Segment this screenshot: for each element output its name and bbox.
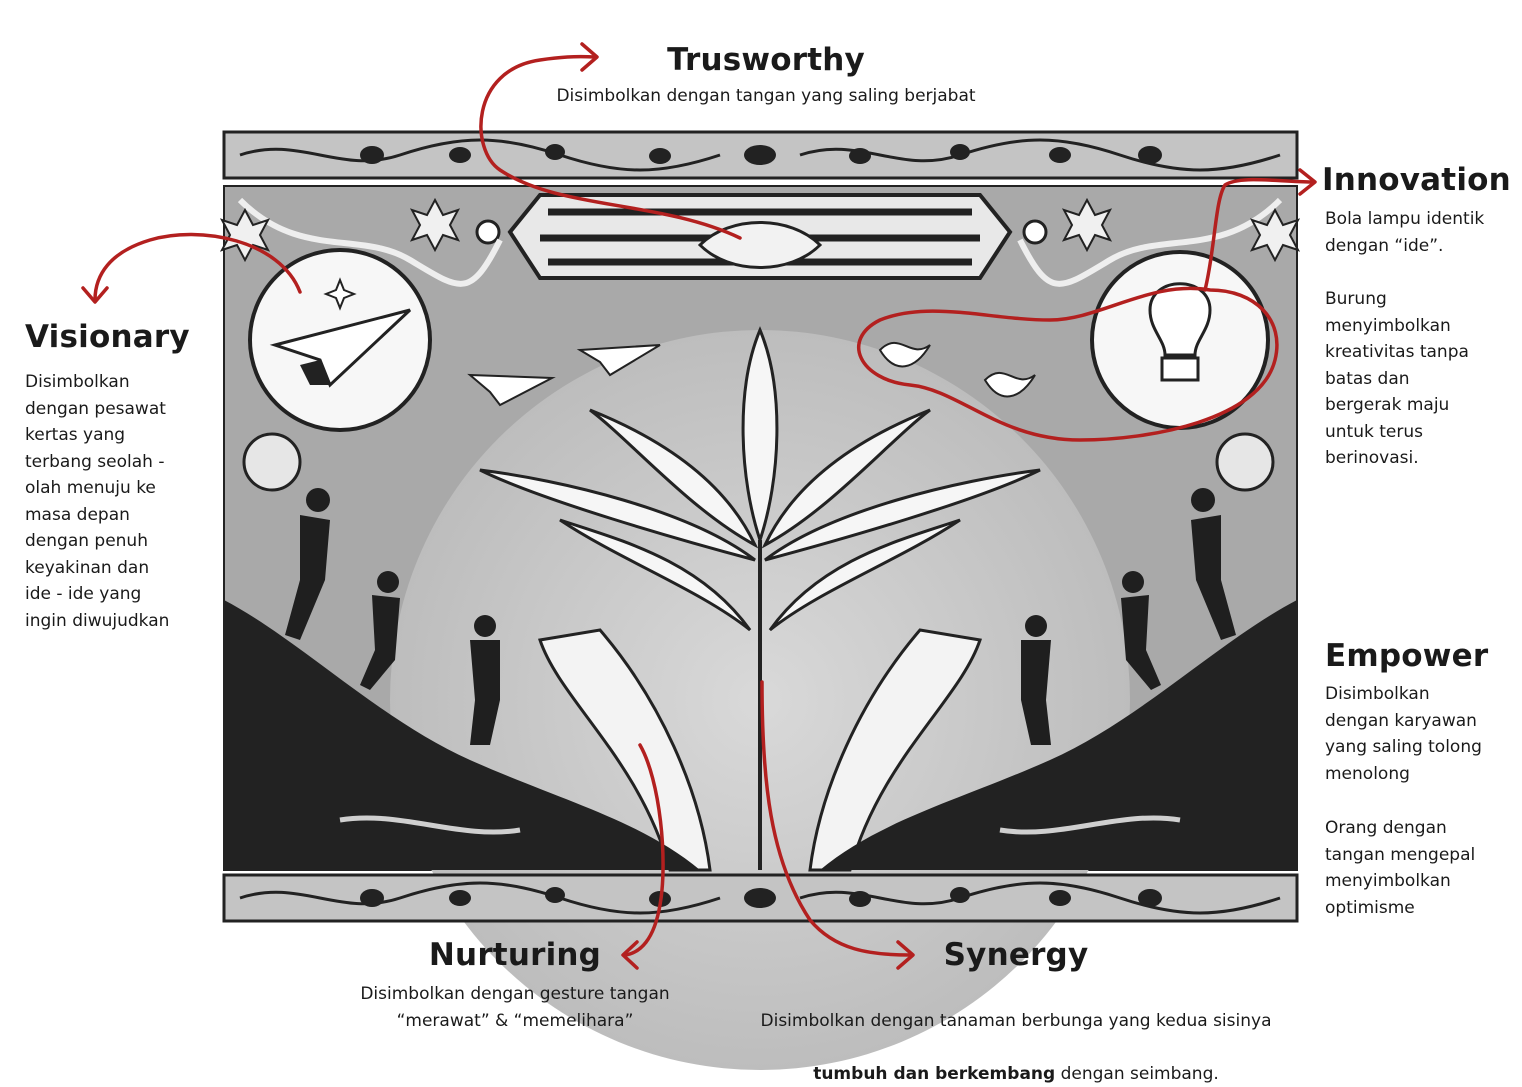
synergy-description-end: dengan seimbang. (1055, 1063, 1219, 1084)
synergy-description-line1: Disimbolkan dengan tanaman berbunga yang… (760, 1010, 1272, 1031)
innovation-description-2: Burung menyimbolkan kreativitas tanpa ba… (1325, 289, 1469, 468)
empower-title: Empower (1325, 638, 1489, 674)
empower-description-2: Orang dengan tangan mengepal menyimbolka… (1325, 818, 1476, 918)
figures-left (285, 488, 500, 745)
nurturing-title: Nurturing (428, 937, 602, 973)
visionary-description: Disimbolkan dengan pesawat kertas yang t… (25, 372, 170, 631)
nurturing-description: Disimbolkan dengan gesture tangan “meraw… (360, 984, 670, 1031)
trustworthy-description: Disimbolkan dengan tangan yang saling be… (556, 86, 976, 106)
figures-right (1021, 488, 1236, 745)
bottom-border-band (222, 873, 1299, 923)
synergy-title: Synergy (943, 937, 1089, 973)
innovation-description-1: Bola lampu identik dengan “ide”. (1325, 209, 1485, 256)
synergy-description: Disimbolkan dengan tanaman berbunga yang… (716, 981, 1316, 1087)
empower-description-1: Disimbolkan dengan karyawan yang saling … (1325, 684, 1482, 784)
top-border-band (222, 130, 1299, 180)
synergy-description-bold: tumbuh dan berkembang (813, 1063, 1056, 1084)
innovation-title: Innovation (1322, 162, 1511, 198)
visionary-title: Visionary (25, 319, 190, 355)
trustworthy-title: Trusworthy (667, 42, 865, 78)
